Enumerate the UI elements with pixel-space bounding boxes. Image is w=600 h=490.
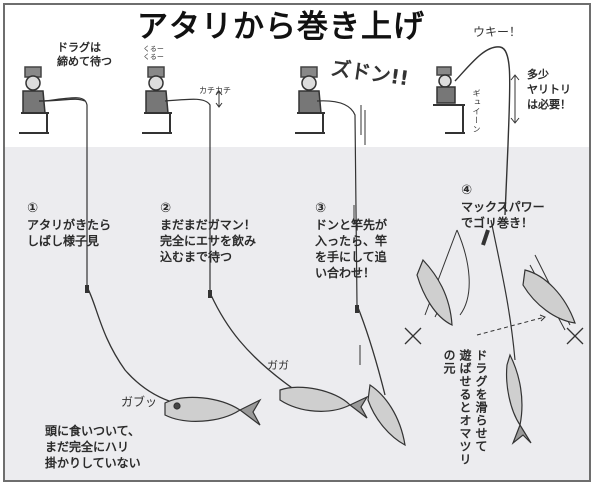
panel-4-caption: マックスパワー でゴリ巻き！ xyxy=(461,200,545,230)
panel-4-caption-block: ④ マックスパワー でゴリ巻き！ xyxy=(461,151,545,247)
panel-4-side-sfx: ギュイーン xyxy=(472,89,481,134)
panel-4-sfx: ウキー！ xyxy=(473,25,522,39)
fish-4-icon xyxy=(416,258,453,326)
panel-1-sfx: ガブッ xyxy=(121,395,158,409)
drag-warning-note: ドラグを滑らせて 遊ばせるとオマツリ の元 xyxy=(442,349,488,466)
x-mark-left-icon xyxy=(404,327,422,345)
panel-1-caption: アタリがきたら しばし様子見 xyxy=(27,218,112,248)
panel-2-head-sfx: くるー くるー xyxy=(143,45,164,61)
panel-2-sfx: ガガ xyxy=(267,359,289,372)
panel-2-caption-block: ② まだまだガマン！ 完全にエサを飲み 込むまで待つ xyxy=(160,169,256,281)
panel-1-caption-block: ① アタリがきたら しばし様子見 xyxy=(27,169,111,265)
panel-1-drag-note: ドラグは 締めて待つ xyxy=(57,41,112,68)
fish-1-icon xyxy=(164,396,262,426)
panel-2-caption: まだまだガマン！ 完全にエサを飲み 込むまで待つ xyxy=(160,218,257,264)
fish-5-icon xyxy=(522,269,576,324)
lower-section-background xyxy=(5,147,589,480)
diagram-frame: アタリから巻き上げ xyxy=(3,3,591,482)
x-mark-right-icon xyxy=(566,327,584,345)
angler-4-icon xyxy=(433,66,465,134)
panel-2-click-sfx: カチカチ xyxy=(199,86,231,95)
fish-6-icon xyxy=(505,353,532,445)
diagram-title: アタリから巻き上げ xyxy=(137,9,425,45)
step-3-number: ③ xyxy=(315,201,327,216)
panel-3-caption: ドンと竿先が 入ったら、竿 を手にして追 い合わせ！ xyxy=(315,218,388,280)
step-2-number: ② xyxy=(160,201,172,216)
angler-2-icon xyxy=(142,66,172,134)
bottom-left-note: 頭に食いついて、 まだ完全にハリ 掛かりしていない xyxy=(45,424,141,470)
step-4-number: ④ xyxy=(461,183,473,198)
step-1-number: ① xyxy=(27,201,39,216)
fish-3-icon xyxy=(367,383,406,447)
angler-3-icon xyxy=(295,66,325,134)
illustration-layer xyxy=(19,46,584,447)
fish-2-icon xyxy=(279,386,369,419)
panel-3-caption-block: ③ ドンと竿先が 入ったら、竿 を手にして追 い合わせ！ xyxy=(315,169,387,297)
panel-4-side-note: 多少 ヤリトリ は必要！ xyxy=(527,68,571,111)
